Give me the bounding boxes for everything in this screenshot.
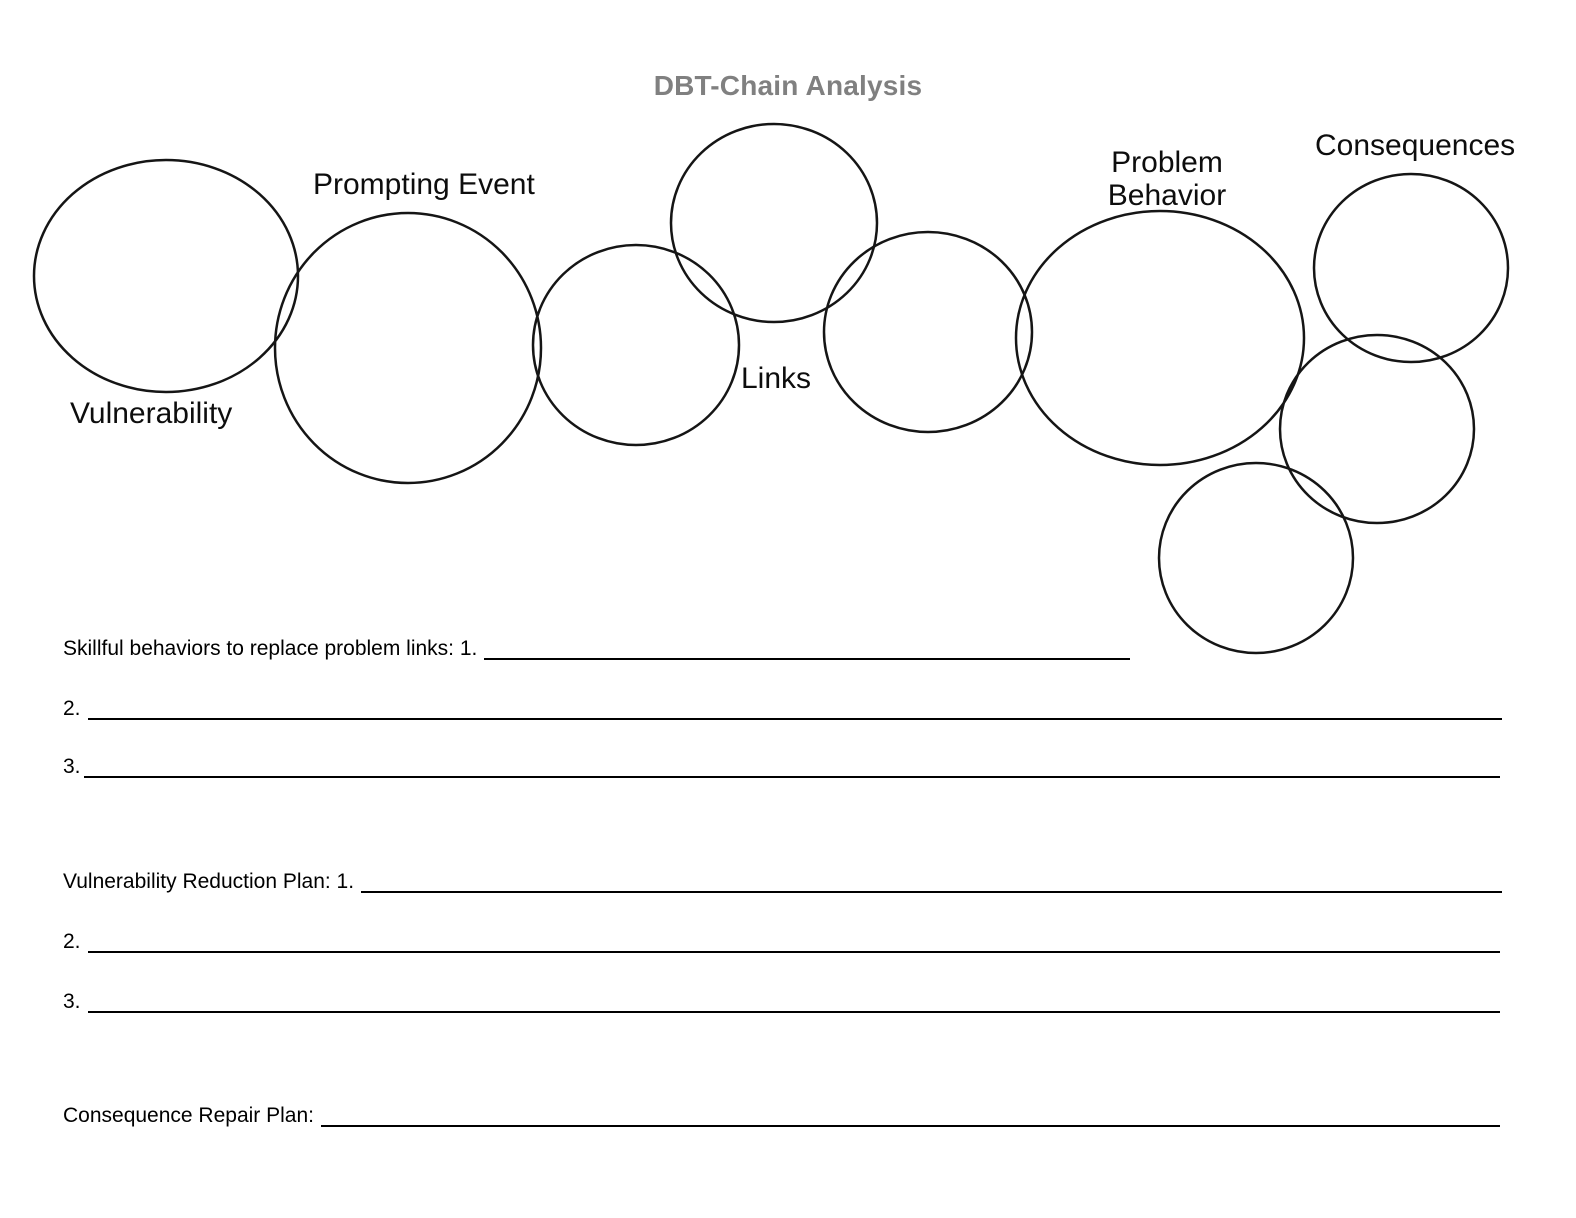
vulnerability-plan-blank-1[interactable] bbox=[361, 870, 1502, 893]
vulnerability-plan-label: Vulnerability Reduction Plan: 1. bbox=[63, 870, 355, 893]
skillful-row-3: 3. bbox=[63, 755, 1500, 778]
consequence-circle-2 bbox=[1278, 333, 1476, 525]
vulnerability-plan-item-3-label: 3. bbox=[63, 990, 81, 1013]
link-circle-3 bbox=[822, 230, 1034, 434]
skillful-row-2: 2. bbox=[63, 697, 1502, 720]
skillful-blank-1[interactable] bbox=[484, 637, 1130, 660]
consequence-circle-3 bbox=[1157, 461, 1355, 655]
consequences-label: Consequences bbox=[1315, 129, 1516, 162]
skillful-behaviors-label: Skillful behaviors to replace problem li… bbox=[63, 637, 478, 660]
vulnerability-plan-row-1: Vulnerability Reduction Plan: 1. bbox=[63, 870, 1502, 893]
link-circle-2 bbox=[669, 122, 879, 324]
problem-behavior-circle bbox=[1014, 209, 1306, 467]
skillful-item-2-label: 2. bbox=[63, 697, 81, 720]
problem-behavior-label: Problem Behavior bbox=[1107, 146, 1227, 212]
vulnerability-plan-blank-3[interactable] bbox=[87, 990, 1500, 1013]
vulnerability-plan-blank-2[interactable] bbox=[87, 930, 1500, 953]
consequence-plan-label: Consequence Repair Plan: bbox=[63, 1104, 314, 1127]
chain-diagram bbox=[32, 122, 1510, 655]
skillful-blank-3[interactable] bbox=[83, 755, 1500, 778]
vulnerability-plan-row-2: 2. bbox=[63, 930, 1500, 953]
skillful-item-3-label: 3. bbox=[63, 755, 81, 778]
vulnerability-circle bbox=[32, 158, 300, 394]
prompting-event-label: Prompting Event bbox=[313, 168, 535, 201]
prompting-event-circle bbox=[273, 211, 543, 485]
skillful-blank-2[interactable] bbox=[87, 697, 1502, 720]
link-circle-1 bbox=[531, 243, 741, 447]
vulnerability-plan-item-2-label: 2. bbox=[63, 930, 81, 953]
vulnerability-label: Vulnerability bbox=[70, 397, 233, 430]
links-label: Links bbox=[741, 362, 812, 395]
page-title: DBT-Chain Analysis bbox=[653, 70, 923, 101]
consequence-plan-row: Consequence Repair Plan: bbox=[63, 1104, 1500, 1127]
consequence-plan-blank[interactable] bbox=[321, 1104, 1500, 1127]
skillful-row-1: Skillful behaviors to replace problem li… bbox=[63, 637, 1130, 660]
vulnerability-plan-row-3: 3. bbox=[63, 990, 1500, 1013]
consequence-circle-1 bbox=[1312, 172, 1510, 364]
